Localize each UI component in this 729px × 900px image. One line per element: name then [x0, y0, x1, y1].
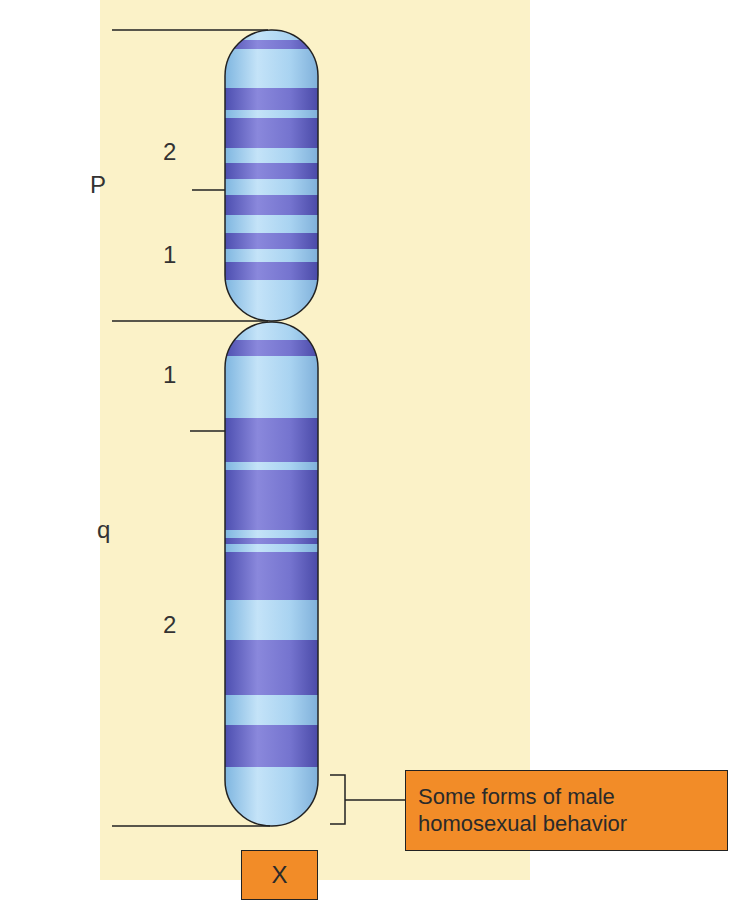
region-number: 2	[163, 140, 176, 164]
leader-lines	[112, 30, 405, 826]
arm-label: q	[97, 518, 110, 542]
chromosome-label-box: X	[241, 850, 318, 900]
chromosome-name: X	[271, 861, 287, 890]
p-arm	[225, 30, 318, 321]
arm-label: P	[90, 173, 106, 197]
region-number: 1	[163, 363, 176, 387]
callout-text: Some forms of male homosexual behavior	[418, 784, 715, 837]
region-number: 1	[163, 243, 176, 267]
background-panel	[100, 0, 530, 880]
q-arm	[225, 322, 318, 826]
region-number: 2	[163, 613, 176, 637]
callout-box: Some forms of male homosexual behavior	[405, 770, 728, 851]
